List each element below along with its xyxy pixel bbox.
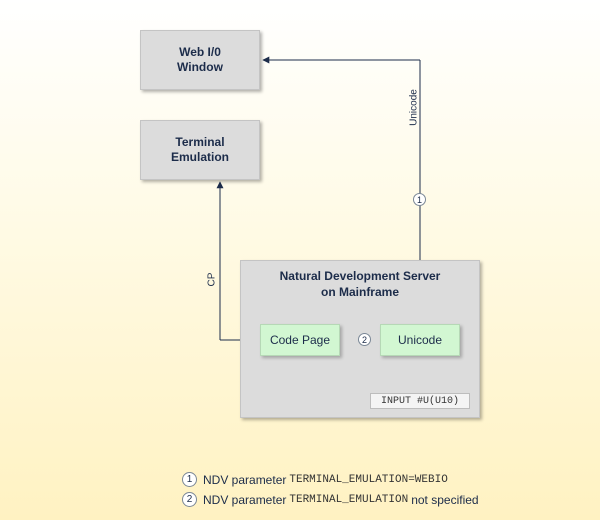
server-title: Natural Development Server on Mainframe	[241, 268, 479, 300]
legend-item-1: 1 NDV parameter TERMINAL_EMULATION=WEBIO	[182, 472, 451, 487]
terminal-title-line2: Emulation	[170, 150, 229, 164]
legend-item-2: 2 NDV parameter TERMINAL_EMULATION not s…	[182, 492, 479, 507]
code-page-box: Code Page	[260, 324, 340, 356]
marker-2: 2	[358, 333, 371, 346]
server-title-line2: on Mainframe	[320, 285, 399, 299]
legend-1-prefix: NDV parameter	[203, 472, 287, 487]
web-io-title-line2: Window	[177, 60, 223, 74]
legend-2-code: TERMINAL_EMULATION	[289, 493, 409, 506]
input-statement-text: INPUT #U(U10)	[380, 395, 459, 407]
unicode-box: Unicode	[380, 324, 460, 356]
web-io-window-box: Web I/0 Window	[140, 30, 260, 90]
cp-vertical-label: CP	[206, 272, 218, 287]
legend-marker-2: 2	[182, 492, 197, 507]
terminal-emulation-box: Terminal Emulation	[140, 120, 260, 180]
legend-2-prefix: NDV parameter	[203, 492, 287, 507]
legend-1-code: TERMINAL_EMULATION=WEBIO	[289, 473, 448, 486]
input-statement-box: INPUT #U(U10)	[370, 393, 470, 409]
unicode-label: Unicode	[397, 333, 443, 347]
legend-marker-1: 1	[182, 472, 197, 487]
marker-1: 1	[413, 193, 426, 206]
terminal-title-line1: Terminal	[175, 135, 225, 149]
server-title-line1: Natural Development Server	[279, 269, 441, 283]
unicode-vertical-label: Unicode	[408, 89, 420, 126]
code-page-label: Code Page	[269, 333, 331, 347]
legend-2-suffix: not specified	[411, 492, 479, 507]
web-io-title-line1: Web I/0	[179, 45, 221, 59]
